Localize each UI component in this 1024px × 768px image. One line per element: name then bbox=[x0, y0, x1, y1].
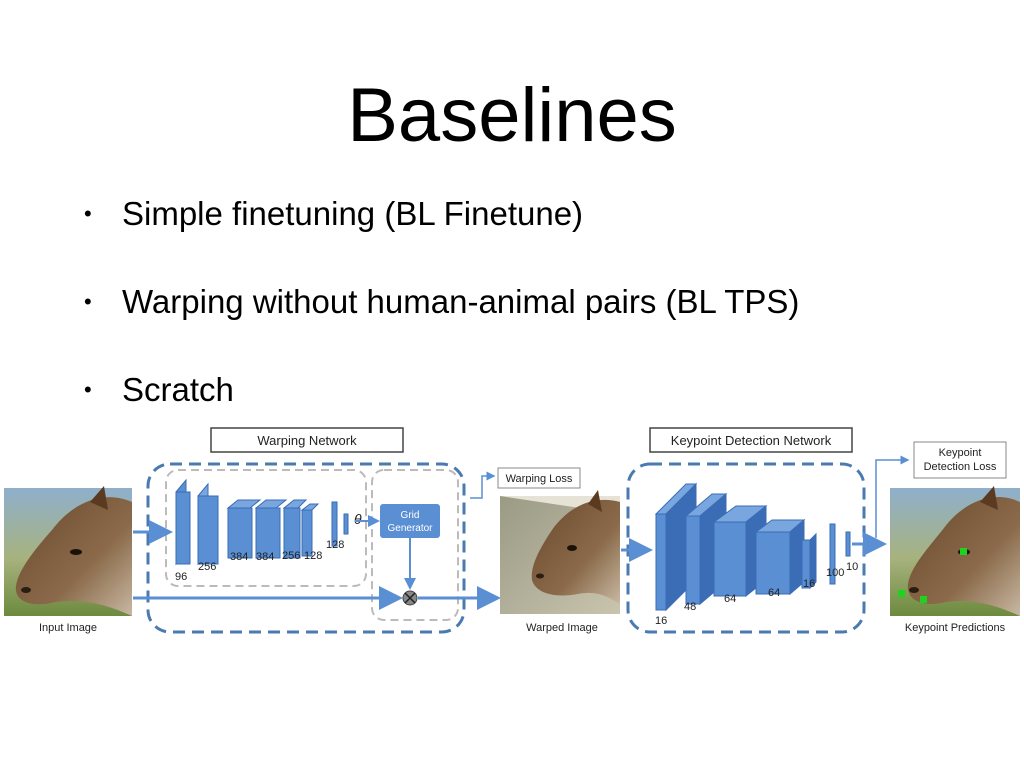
bullet-item: • Simple finetuning (BL Finetune) bbox=[84, 194, 799, 282]
multiply-icon bbox=[403, 591, 417, 605]
warped-image-label: Warped Image bbox=[526, 622, 598, 634]
warping-loss-label: Warping Loss bbox=[506, 473, 573, 485]
warping-dim-256b: 256 bbox=[282, 550, 300, 562]
warping-dim-384a: 384 bbox=[230, 551, 248, 563]
keypoint-dim-16: 16 bbox=[655, 615, 667, 627]
theta-label: θ bbox=[354, 511, 362, 527]
keypoint-conv-blocks bbox=[656, 484, 850, 610]
bullet-item: • Warping without human-animal pairs (BL … bbox=[84, 282, 799, 370]
architecture-diagram: Warping Network Keypoint Detection Netwo… bbox=[0, 418, 1024, 642]
keypoint-dim-16b: 16 bbox=[803, 578, 815, 590]
keypoint-network-label: Keypoint Detection Network bbox=[671, 433, 832, 448]
keypoint-marker bbox=[960, 548, 967, 555]
keypoint-loss-label-line2: Detection Loss bbox=[924, 461, 997, 473]
keypoint-predictions-label: Keypoint Predictions bbox=[905, 622, 1006, 634]
bullet-text: Warping without human-animal pairs (BL T… bbox=[122, 283, 799, 320]
bullet-text: Scratch bbox=[122, 371, 234, 408]
keypoint-marker bbox=[920, 596, 927, 603]
warping-dim-128a: 128 bbox=[304, 550, 322, 562]
input-image-label: Input Image bbox=[39, 622, 97, 634]
warping-dim-128b: 128 bbox=[326, 539, 344, 551]
bullet-icon: • bbox=[84, 282, 92, 322]
warping-dim-256: 256 bbox=[198, 561, 216, 573]
warped-image bbox=[500, 490, 620, 614]
keypoint-dim-64a: 64 bbox=[724, 593, 736, 605]
keypoint-prediction-image bbox=[890, 486, 1020, 616]
keypoint-dim-48: 48 bbox=[684, 601, 696, 613]
warping-dim-384b: 384 bbox=[256, 551, 274, 563]
keypoint-loss-label-line1: Keypoint bbox=[939, 447, 982, 459]
slide-title: Baselines bbox=[0, 78, 1024, 154]
grid-generator-label-line2: Generator bbox=[387, 523, 433, 534]
grid-generator-label-line1: Grid bbox=[401, 510, 420, 521]
keypoint-marker bbox=[898, 590, 905, 597]
keypoint-dim-100: 100 bbox=[826, 567, 844, 579]
warping-dim-96: 96 bbox=[175, 571, 187, 583]
bullet-icon: • bbox=[84, 370, 92, 410]
bullet-icon: • bbox=[84, 194, 92, 234]
keypoint-dim-10: 10 bbox=[846, 561, 858, 573]
input-image bbox=[4, 486, 132, 616]
bullet-text: Simple finetuning (BL Finetune) bbox=[122, 195, 583, 232]
keypoint-dim-64b: 64 bbox=[768, 587, 780, 599]
warping-network-label: Warping Network bbox=[257, 433, 357, 448]
